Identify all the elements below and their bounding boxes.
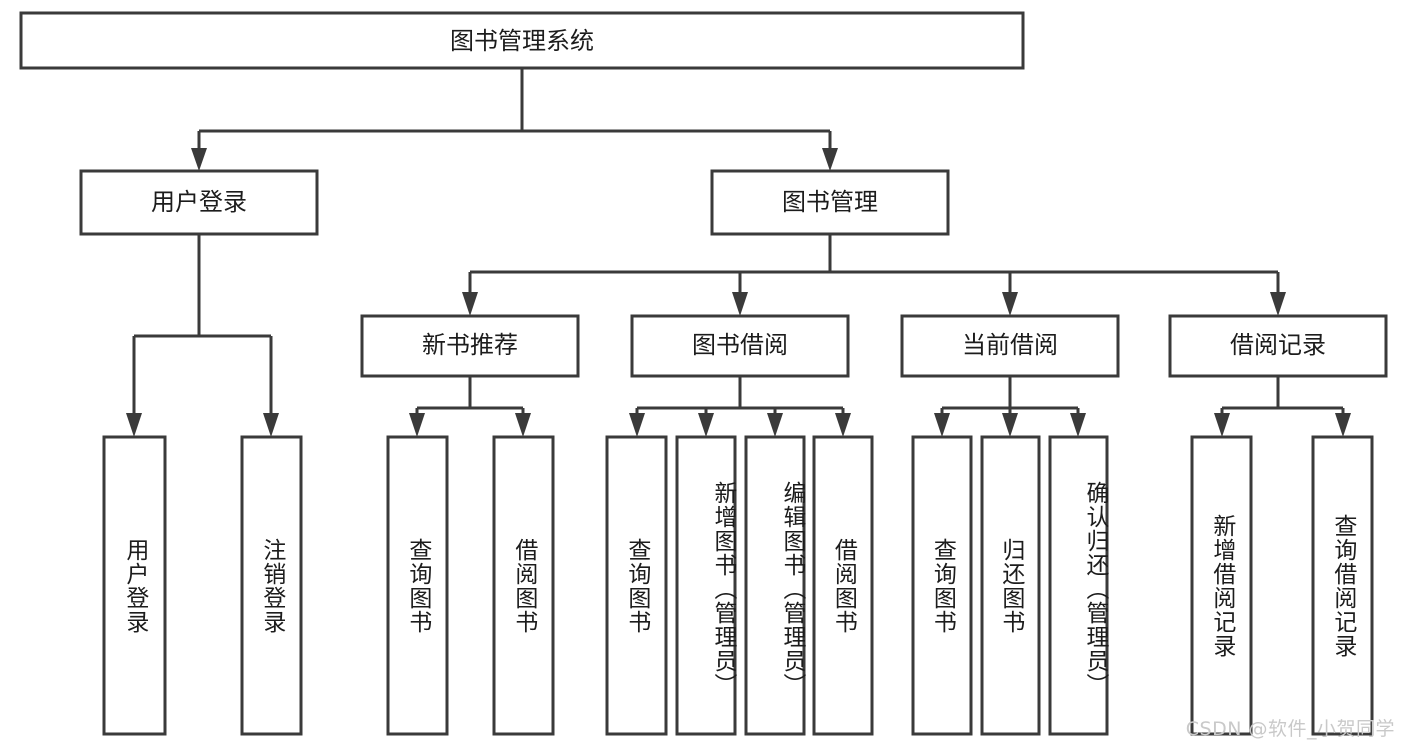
- node-book-manage-label: 图书管理: [782, 188, 878, 216]
- arrow-to-leaf-add-record: [1214, 413, 1230, 437]
- arrow-to-leaf-borrow-book-2: [835, 413, 851, 437]
- arrow-to-leaf-confirm-return: [1070, 413, 1086, 437]
- connector-borrow-record-stem: [1220, 376, 1345, 424]
- connector-user-login-stem: [132, 234, 273, 425]
- node-leaf-query-record-box[interactable]: [1311, 435, 1374, 736]
- node-user-login-box[interactable]: [79, 169, 319, 236]
- arrow-to-leaf-borrow-book-1: [515, 413, 531, 437]
- node-leaf-query-book-1-box[interactable]: [386, 435, 449, 736]
- node-leaf-add-record-box[interactable]: [1190, 435, 1253, 736]
- node-leaf-user-login-box[interactable]: [102, 435, 167, 736]
- node-book-borrow-box[interactable]: [630, 314, 850, 378]
- node-leaf-borrow-book-2-box[interactable]: [812, 435, 874, 736]
- connector-new-book-recommend-stem: [415, 376, 525, 424]
- node-leaf-return-book-box[interactable]: [980, 435, 1041, 736]
- node-leaf-confirm-return-box[interactable]: [1048, 435, 1109, 736]
- node-current-borrow-box[interactable]: [900, 314, 1120, 378]
- arrow-to-user-login: [191, 148, 207, 171]
- arrow-to-book-manage: [822, 148, 838, 171]
- node-new-book-recommend-box[interactable]: [360, 314, 580, 378]
- connector-root-to-bus: [197, 69, 832, 160]
- arrow-to-current-borrow: [1002, 292, 1018, 316]
- arrow-to-leaf-user-login: [126, 413, 142, 437]
- arrow-to-leaf-query-book-3: [934, 413, 950, 437]
- arrow-to-leaf-logout-login: [263, 413, 279, 437]
- arrow-to-leaf-query-record: [1335, 413, 1351, 437]
- node-leaf-add-book-box[interactable]: [675, 435, 737, 736]
- node-borrow-record-label: 借阅记录: [1230, 331, 1326, 359]
- node-leaf-borrow-book-1-box[interactable]: [492, 435, 555, 736]
- arrow-to-leaf-query-book-2: [629, 413, 645, 437]
- node-book-manage-box[interactable]: [710, 169, 950, 236]
- arrow-to-leaf-add-book: [698, 413, 714, 437]
- node-leaf-edit-book-box[interactable]: [744, 435, 806, 736]
- arrow-to-book-borrow: [732, 292, 748, 316]
- arrow-to-leaf-return-book: [1002, 413, 1018, 437]
- node-current-borrow-label: 当前借阅: [962, 331, 1058, 359]
- node-book-borrow-label: 图书借阅: [692, 331, 788, 359]
- arrow-to-borrow-record: [1270, 292, 1286, 316]
- connector-book-borrow-stem: [635, 376, 845, 424]
- arrow-to-new-book-recommend: [462, 292, 478, 316]
- node-borrow-record-box[interactable]: [1168, 314, 1388, 378]
- csdn-watermark: CSDN @软件_小贺同学: [1185, 718, 1395, 740]
- node-leaf-query-book-2-box[interactable]: [605, 435, 668, 736]
- arrow-to-leaf-query-book-1: [409, 413, 425, 437]
- node-new-book-recommend-label: 新书推荐: [422, 331, 518, 359]
- node-user-login-label: 用户登录: [151, 188, 247, 216]
- node-leaf-logout-login-box[interactable]: [240, 435, 303, 736]
- connector-book-manage-stem: [468, 234, 1280, 303]
- node-leaf-query-book-3-box[interactable]: [911, 435, 973, 736]
- arrow-to-leaf-edit-book: [767, 413, 783, 437]
- node-root-label: 图书管理系统: [450, 27, 594, 55]
- node-root-box[interactable]: [19, 11, 1025, 70]
